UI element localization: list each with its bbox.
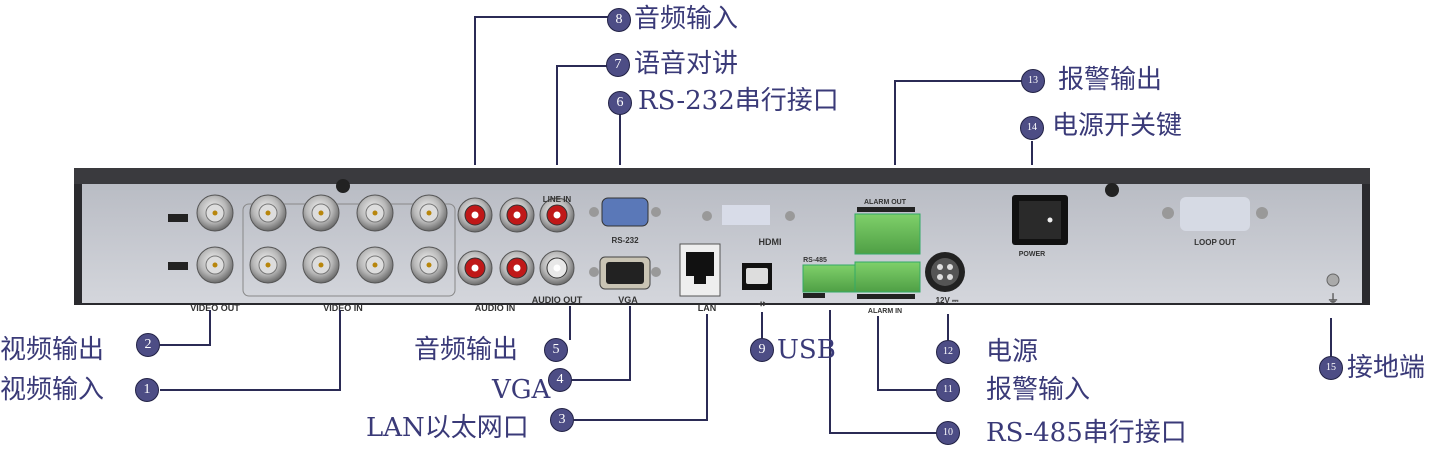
- line-in-text: LINE IN: [543, 195, 572, 204]
- dc-12v-jack: 12V ⎓: [925, 252, 965, 305]
- callout-usb: USB: [777, 335, 836, 365]
- callout-badge-14: 14: [1020, 116, 1044, 140]
- loop-out-plate: LOOP OUT: [1162, 197, 1268, 247]
- callout-video-input: 视频输入: [0, 375, 105, 405]
- callout-badge-11: 11: [936, 378, 960, 402]
- vga-port: VGA: [589, 256, 661, 305]
- bnc-connector: [249, 246, 287, 284]
- svg-text:VGA: VGA: [618, 295, 638, 305]
- callout-rs485: RS-485串行接口: [986, 418, 1187, 448]
- video-in-bnc-group: VIDEO IN: [242, 194, 456, 313]
- bnc-connector: [410, 194, 448, 232]
- callout-badge-4: 4: [548, 368, 572, 392]
- svg-text:HDMI: HDMI: [759, 237, 782, 247]
- callout-badge-9: 9: [750, 338, 774, 362]
- screw-icon: [336, 179, 350, 193]
- rca-jack: [457, 197, 493, 233]
- bnc-connector: [356, 194, 394, 232]
- video-out-bnc-group: VIDEO OUT: [168, 194, 240, 313]
- bnc-connector: [356, 246, 394, 284]
- audio-out-text: AUDIO OUT: [532, 295, 583, 305]
- rs485-terminal: RS-485: [802, 257, 856, 298]
- svg-text:LAN: LAN: [698, 303, 717, 313]
- callout-alarm-input: 报警输入: [986, 375, 1091, 405]
- svg-text:12V ⎓: 12V ⎓: [936, 296, 959, 305]
- screw-icon: [1105, 183, 1119, 197]
- callout-rs232: RS-232串行接口: [638, 86, 839, 116]
- rca-jack: [457, 250, 493, 286]
- callout-badge-5: 5: [544, 338, 568, 362]
- svg-text:POWER: POWER: [1019, 251, 1045, 258]
- ground-screw: ⏚: [1326, 273, 1340, 306]
- usb-port: ⇸: [742, 263, 772, 310]
- rca-jack: [499, 197, 535, 233]
- rca-jack: [499, 250, 535, 286]
- svg-text:RS-232: RS-232: [611, 236, 639, 245]
- svg-text:RS-485: RS-485: [803, 257, 827, 264]
- alarm-terminals: ALARM OUT ALARM IN: [854, 199, 921, 315]
- callout-badge-15: 15: [1319, 356, 1343, 380]
- power-switch: POWER: [1012, 195, 1068, 258]
- video-in-text: VIDEO IN: [323, 303, 363, 313]
- callout-badge-6: 6: [608, 91, 632, 115]
- callout-badge-12: 12: [936, 340, 960, 364]
- ground-icon: ⏚: [1327, 292, 1339, 306]
- callout-lan: LAN以太网口: [366, 413, 529, 443]
- callout-badge-13: 13: [1021, 69, 1045, 93]
- hdmi-port: HDMI: [702, 205, 795, 247]
- callout-badge-1: 1: [135, 378, 159, 402]
- callout-alarm-output: 报警输出: [1058, 65, 1163, 95]
- callout-badge-3: 3: [550, 408, 574, 432]
- bnc-connector: [196, 246, 234, 284]
- callout-audio-output: 音频输出: [414, 335, 519, 365]
- video-out-text: VIDEO OUT: [190, 303, 240, 313]
- audio-in-text: AUDIO IN: [475, 303, 516, 313]
- bnc-connector: [302, 194, 340, 232]
- callout-power-switch: 电源开关键: [1052, 111, 1183, 141]
- callout-badge-10: 10: [936, 421, 960, 445]
- lan-port: LAN: [679, 243, 721, 313]
- callout-intercom: 语音对讲: [634, 49, 739, 79]
- svg-text:LOOP OUT: LOOP OUT: [1194, 238, 1236, 247]
- callout-ground: 接地端: [1347, 353, 1426, 383]
- bnc-connector: [410, 246, 448, 284]
- callout-video-output: 视频输出: [0, 335, 105, 365]
- rs232-port: RS-232: [589, 197, 661, 245]
- bnc-connector: [249, 194, 287, 232]
- svg-text:ALARM IN: ALARM IN: [868, 308, 902, 315]
- callout-power: 电源: [986, 337, 1039, 367]
- rca-jack: [539, 250, 575, 286]
- callout-badge-8: 8: [607, 8, 631, 32]
- callout-audio-input: 音频输入: [634, 4, 739, 34]
- dvr-chassis: [74, 168, 1370, 305]
- callout-vga: VGA: [492, 375, 551, 405]
- usb-icon: ⇸: [758, 299, 767, 310]
- callout-badge-2: 2: [136, 333, 160, 357]
- callout-badge-7: 7: [606, 53, 630, 77]
- bnc-connector: [196, 194, 234, 232]
- bnc-connector: [302, 246, 340, 284]
- audio-rca-group: LINE IN AUDIO IN AUDIO OUT: [457, 195, 583, 313]
- leader-lines: [160, 16, 1332, 434]
- rca-jack: [539, 197, 575, 233]
- svg-text:ALARM OUT: ALARM OUT: [864, 199, 907, 206]
